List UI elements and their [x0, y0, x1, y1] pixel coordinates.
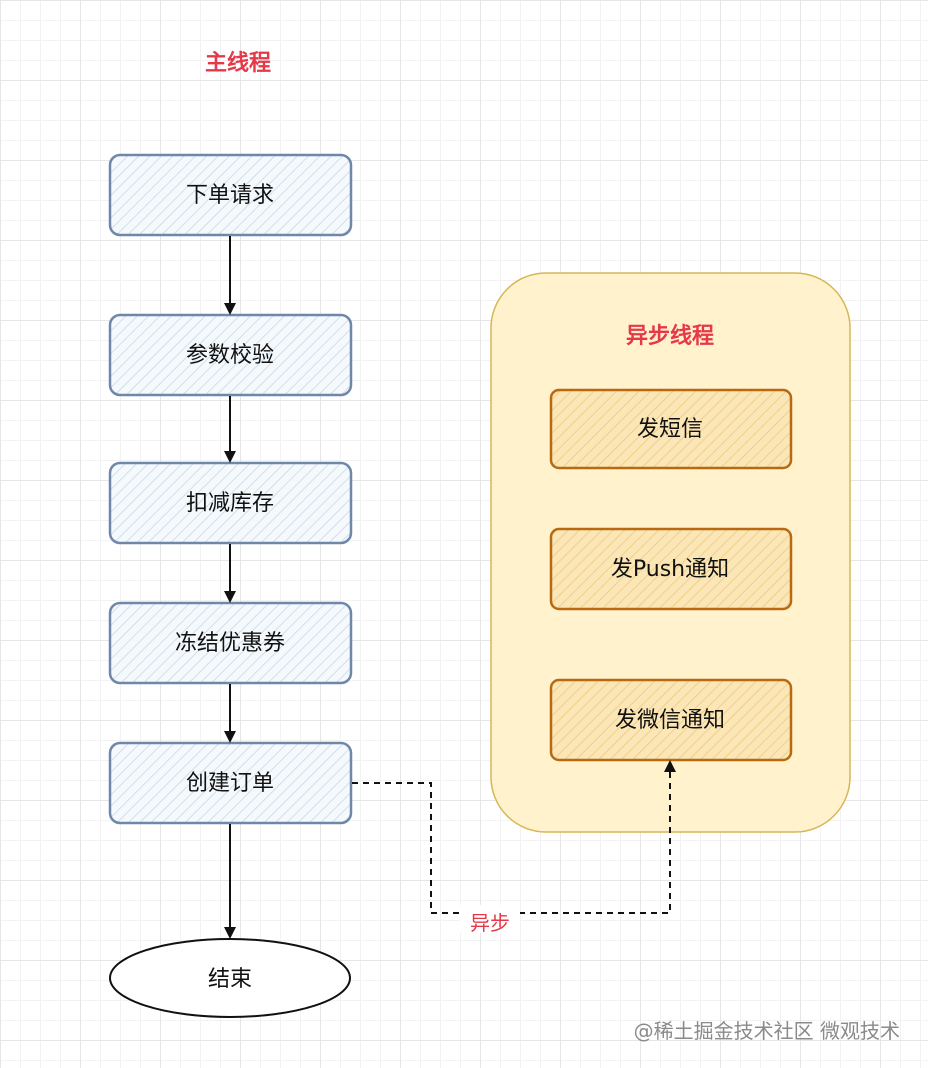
step-box-create-order[interactable]: 创建订单 [108, 741, 353, 825]
task-label: 发Push通知 [611, 557, 729, 582]
async-edge-label: 异步 [470, 911, 510, 935]
task-box-send-push[interactable]: 发Push通知 [549, 527, 793, 611]
step-label: 创建订单 [186, 771, 274, 796]
step-box-deduct-stock[interactable]: 扣减库存 [108, 461, 353, 545]
step-box-freeze-coupon[interactable]: 冻结优惠券 [108, 601, 353, 685]
end-label: 结束 [208, 967, 252, 992]
task-label: 发微信通知 [615, 708, 725, 733]
task-box-send-wechat[interactable]: 发微信通知 [549, 678, 793, 762]
end-node[interactable]: 结束 [109, 938, 351, 1018]
step-box-param-check[interactable]: 参数校验 [108, 313, 353, 397]
step-label: 扣减库存 [186, 491, 274, 516]
step-label: 参数校验 [186, 343, 274, 368]
main-thread-title: 主线程 [205, 50, 271, 76]
step-label: 冻结优惠券 [175, 631, 285, 656]
watermark-text: @稀土掘金技术社区 微观技术 [634, 1019, 900, 1043]
task-label: 发短信 [637, 417, 703, 442]
async-dashed-connector [352, 760, 676, 914]
async-label-bg [460, 905, 520, 933]
task-box-send-sms[interactable]: 发短信 [549, 388, 793, 470]
async-thread-title: 异步线程 [626, 323, 714, 349]
step-box-order-request[interactable]: 下单请求 [108, 153, 353, 237]
step-label: 下单请求 [186, 183, 274, 208]
